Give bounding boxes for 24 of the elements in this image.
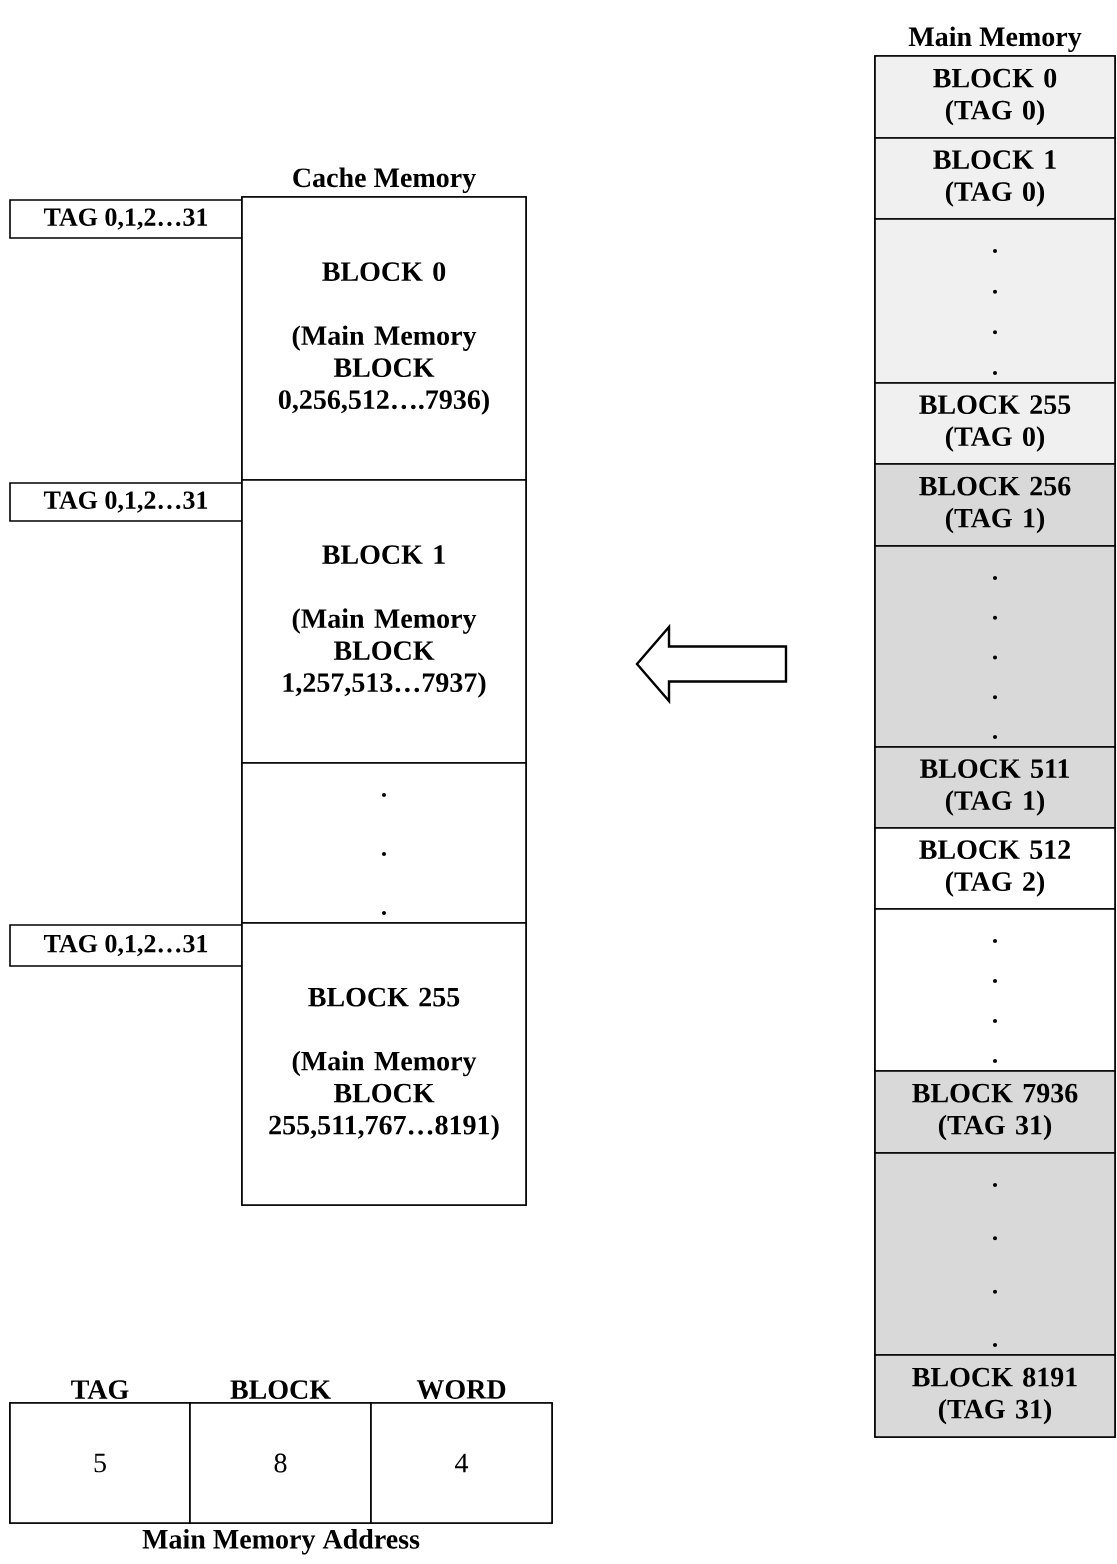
address-field: 5 — [9, 1402, 191, 1524]
address-field: 8 — [189, 1402, 372, 1524]
tag-box: TAG 0,1,2…31 — [9, 924, 243, 967]
field-heading: WORD — [416, 1380, 506, 1400]
memory-block: BLOCK 0 (TAG 0) — [874, 55, 1116, 139]
memory-block: BLOCK 1 (TAG 0) — [874, 137, 1116, 220]
memory-block: BLOCK 511 (TAG 1) — [874, 746, 1116, 829]
memory-block: BLOCK 8191 (TAG 31) — [874, 1354, 1116, 1438]
cache-block: BLOCK 1 (Main Memory BLOCK 1,257,513…7937) — [241, 479, 527, 764]
cache-block: BLOCK 0 (Main Memory BLOCK 0,256,512….7936) — [241, 196, 527, 481]
tag-box: TAG 0,1,2…31 — [9, 482, 243, 522]
address-caption: Main Memory Address — [142, 1529, 420, 1555]
field-heading: TAG — [71, 1380, 129, 1399]
field-heading: BLOCK — [230, 1380, 331, 1399]
memory-block: BLOCK 7936 (TAG 31) — [874, 1070, 1116, 1154]
tag-box: TAG 0,1,2…31 — [9, 199, 243, 239]
block-arrow — [635, 623, 788, 705]
memory-block: BLOCK 512 (TAG 2) — [874, 827, 1116, 910]
address-field: 4 — [370, 1402, 553, 1524]
memory-block: BLOCK 256 (TAG 1) — [874, 463, 1116, 547]
memory-block: BLOCK 255 (TAG 0) — [874, 382, 1116, 465]
cache-block: BLOCK 255 (Main Memory BLOCK 255,511,767…8191) — [241, 922, 527, 1206]
column-heading: Main Memory — [908, 26, 1082, 52]
column-heading: Cache Memory — [293, 167, 476, 193]
